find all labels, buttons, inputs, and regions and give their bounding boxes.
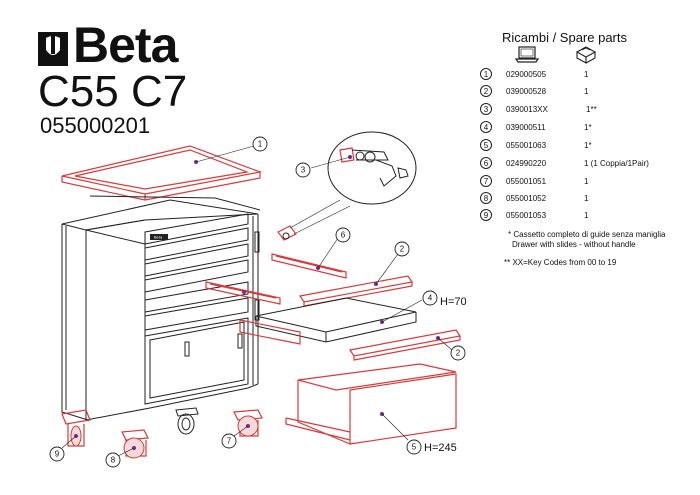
part-row: 4 039000511 1* <box>480 119 592 135</box>
brand-logo: Beta <box>36 17 178 73</box>
callout-7: 7 <box>221 433 237 449</box>
part-qty: 1* <box>584 122 592 132</box>
caster-part-center <box>175 407 199 435</box>
part-qty: 1* <box>584 140 592 150</box>
svg-text:2: 2 <box>400 245 405 254</box>
part-code: 055001053 <box>506 210 547 220</box>
part-code: 039000511 <box>506 122 546 132</box>
brand-name: Beta <box>73 17 178 73</box>
svg-text:6: 6 <box>341 231 346 240</box>
toolbox-icon <box>575 46 597 64</box>
caster-part-8 <box>117 429 149 459</box>
callout-1: 1 <box>252 136 268 152</box>
part-number: 6 <box>480 157 492 169</box>
part-number: 2 <box>480 85 492 97</box>
part-row: 2 039000528 1 <box>480 83 588 99</box>
part-code: 055001052 <box>506 193 547 203</box>
drawer-h70-part <box>239 297 423 345</box>
callout-4: 4 <box>422 290 438 306</box>
callout-2-lower: 2 <box>450 345 466 361</box>
part-row: 5 055001063 1* <box>480 137 592 153</box>
svg-text:5: 5 <box>412 443 417 452</box>
part-number: 3 <box>480 103 492 115</box>
callout-5: 5 <box>406 439 422 455</box>
lock-part <box>277 131 417 241</box>
part-code: 0390013XX <box>506 104 548 114</box>
laptop-icon <box>514 46 540 63</box>
callout-3: 3 <box>295 162 311 178</box>
part-row: 7 055001051 1 <box>480 173 588 189</box>
top-frame-part <box>61 145 263 201</box>
svg-text:1: 1 <box>258 140 263 149</box>
height-label-245: H=245 <box>424 442 457 454</box>
slides-part <box>205 237 347 305</box>
part-code: 055001063 <box>506 140 547 150</box>
callout-2-upper: 2 <box>394 241 410 257</box>
height-label-70: H=70 <box>440 296 467 308</box>
product-code: 055000201 <box>40 113 151 138</box>
callout-9: 9 <box>49 446 65 462</box>
rail-part-upper <box>298 253 414 307</box>
part-qty: 1 <box>584 176 589 186</box>
parts-header: Ricambi / Spare parts <box>502 30 627 45</box>
caster-part-9 <box>61 409 91 449</box>
part-row: 1 029000505 1 <box>480 66 588 82</box>
cabinet-body: Beta <box>61 195 261 421</box>
part-code: 029000505 <box>506 69 547 79</box>
note-drawer-en: Drawer with slides - without handle <box>512 240 636 249</box>
svg-text:4: 4 <box>428 294 433 303</box>
part-qty: 1 <box>584 193 589 203</box>
svg-text:9: 9 <box>55 450 60 459</box>
part-number: 4 <box>480 121 492 133</box>
part-qty: 1 <box>584 210 589 220</box>
part-qty: 1 (1 Coppia/1Pair) <box>584 158 649 168</box>
part-code: 055001051 <box>506 176 547 186</box>
part-qty: 1 <box>584 86 589 96</box>
caster-part-7 <box>233 409 263 437</box>
drawer-h245-part <box>285 363 457 445</box>
part-row: 6 024990220 1 (1 Coppia/1Pair) <box>480 155 649 171</box>
part-number: 9 <box>480 209 492 221</box>
part-number: 7 <box>480 175 492 187</box>
svg-text:2: 2 <box>456 349 461 358</box>
svg-text:Beta: Beta <box>154 235 163 240</box>
part-row: 3 0390013XX 1** <box>480 101 597 117</box>
part-number: 5 <box>480 139 492 151</box>
part-code: 024990220 <box>506 158 547 168</box>
part-qty: 1** <box>586 104 597 114</box>
note-drawer-it: * Cassetto completo di guide senza manig… <box>508 230 666 239</box>
svg-text:3: 3 <box>301 166 306 175</box>
svg-text:7: 7 <box>227 437 232 446</box>
part-code: 039000528 <box>506 86 547 96</box>
part-row: 9 055001053 1 <box>480 207 588 223</box>
part-number: 1 <box>480 68 492 80</box>
callout-6: 6 <box>335 227 351 243</box>
model-title: C55 C7 <box>38 67 188 116</box>
rail-part-lower <box>348 329 462 361</box>
part-number: 8 <box>480 192 492 204</box>
svg-text:8: 8 <box>111 456 116 465</box>
note-key-codes: ** XX=Key Codes from 00 to 19 <box>504 258 617 267</box>
callout-8: 8 <box>105 452 121 468</box>
part-row: 8 055001052 1 <box>480 190 588 206</box>
part-qty: 1 <box>584 69 589 79</box>
beta-logo-icon <box>36 26 70 66</box>
